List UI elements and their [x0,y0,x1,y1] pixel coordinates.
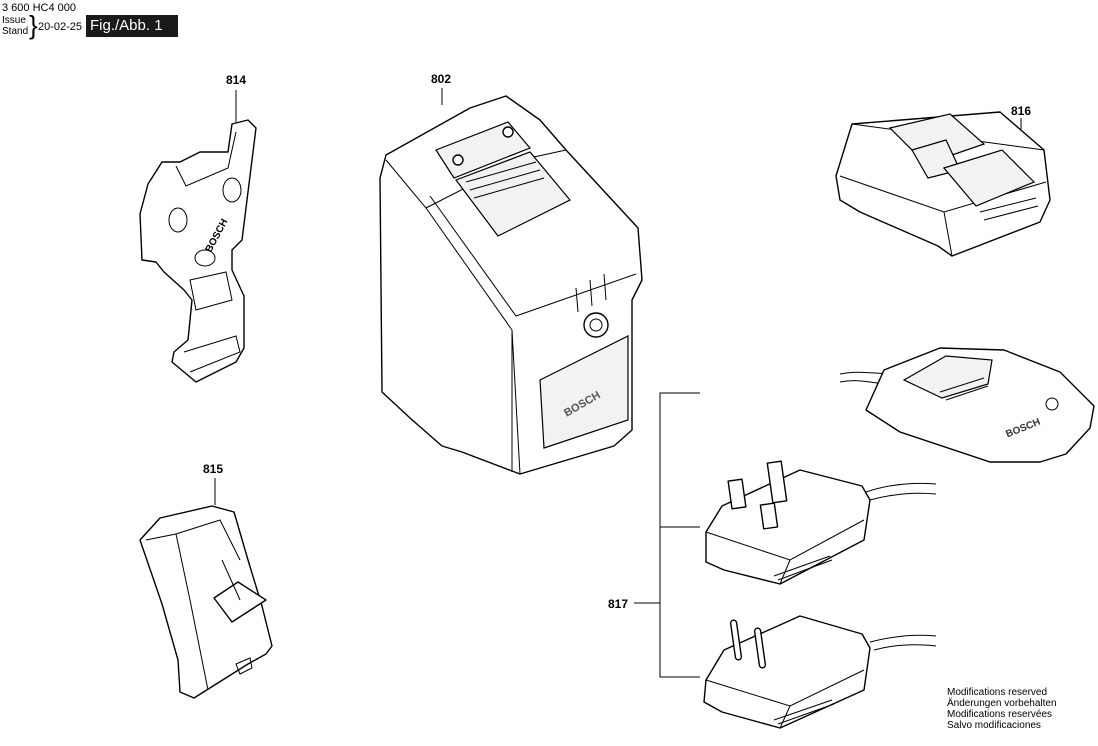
leader-lines [214,88,1022,678]
footer-line-en: Modifications reserved [947,687,1048,698]
belt-clip-815 [139,505,273,699]
footer-notice: Modifications reserved Änderungen vorbeh… [947,687,1057,731]
part-number-816: 816 [1011,104,1032,118]
footer-line-es: Salvo modificaciones [947,720,1041,731]
wall-holder-814: BOSCH [139,119,257,383]
part-number-802: 802 [431,72,452,86]
brace-symbol: } [29,10,38,40]
battery-pack-802: BOSCH [379,95,643,475]
document-number: 3 600 HC4 000 [2,2,76,14]
figure-label: Fig./Abb. 1 [86,15,178,37]
uk-plug-adapter-817 [705,460,937,585]
footer-line-de: Änderungen vorbehalten [947,698,1057,709]
footer-line-fr: Modifications reservées [947,709,1053,720]
charger-cradle-817: BOSCH [839,347,1095,463]
issue-date: 20-02-25 [38,21,83,33]
part-number-817: 817 [608,597,629,611]
part-number-815: 815 [203,462,224,476]
stand-label: Stand [2,26,29,37]
part-number-814: 814 [226,73,247,87]
eu-plug-adapter-817 [703,615,937,729]
charger-base-816 [835,111,1051,257]
issue-label: Issue [2,15,26,26]
